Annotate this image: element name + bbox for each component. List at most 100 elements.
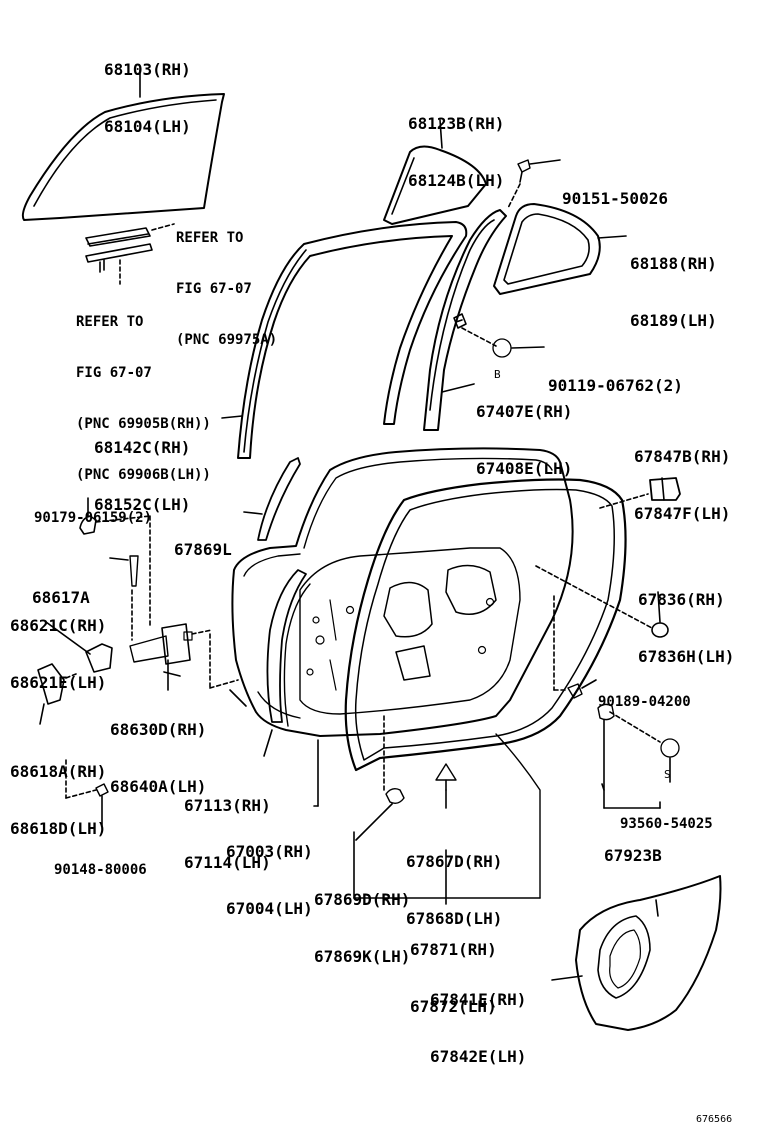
label-line: 68142C(RH) bbox=[94, 438, 191, 457]
label-line: 90119-06762(2) bbox=[548, 376, 683, 395]
door-parts-diagram bbox=[21, 69, 722, 1031]
label-line: 67408E(LH) bbox=[476, 459, 573, 478]
label-line: 68104(LH) bbox=[104, 117, 191, 136]
label-line: 68630D(RH) bbox=[110, 720, 207, 739]
label-line: 67842E(LH) bbox=[430, 1047, 527, 1066]
bracket-68621C[interactable] bbox=[45, 621, 113, 673]
label-refer-69975A: REFER TO FIG 67-07 (PNC 69975A) bbox=[176, 196, 277, 366]
label-line: 67871(RH) bbox=[410, 940, 497, 959]
leader-90119 bbox=[511, 346, 545, 349]
label-line: 68618D(LH) bbox=[10, 819, 107, 838]
label-line: (PNC 69905B(RH)) bbox=[76, 416, 211, 432]
glass-channel-clips[interactable] bbox=[85, 223, 175, 285]
label-line: 68189(LH) bbox=[630, 311, 717, 330]
label-line: (PNC 69975A) bbox=[176, 332, 278, 348]
label-line: 68188(RH) bbox=[630, 254, 717, 273]
marker-b-letter: B bbox=[494, 340, 507, 396]
marker-s bbox=[660, 738, 680, 758]
label-line: 68617A bbox=[32, 588, 90, 607]
clip-67869D[interactable] bbox=[355, 715, 405, 841]
label-line: 67836H(LH) bbox=[638, 647, 735, 666]
screw-90151[interactable] bbox=[507, 159, 561, 209]
label-line: 67004(LH) bbox=[226, 899, 313, 918]
clip-67867D[interactable] bbox=[435, 763, 457, 905]
label-68123B: 68123B(RH) 68124B(LH) bbox=[408, 76, 504, 209]
label-line: 68640A(LH) bbox=[110, 777, 207, 796]
label-line: 68123B(RH) bbox=[408, 114, 505, 133]
door-glass-68103[interactable] bbox=[21, 69, 225, 221]
label-line: 67113(RH) bbox=[184, 796, 271, 815]
leader-lines bbox=[163, 671, 605, 791]
label-line: 68621C(RH) bbox=[10, 616, 107, 635]
label-67836: 67836(RH) 67836H(LH) bbox=[638, 552, 734, 685]
label-line: 67868D(LH) bbox=[406, 909, 503, 928]
label-line: 90189-04200 bbox=[598, 694, 691, 710]
screw-90189[interactable] bbox=[553, 595, 597, 699]
pin-68617A[interactable] bbox=[109, 555, 139, 641]
label-68617A: 68617A bbox=[32, 550, 90, 626]
bolt-90148[interactable] bbox=[95, 783, 109, 827]
label-line: FIG 67-07 bbox=[176, 281, 252, 297]
quarter-glass-68123B[interactable] bbox=[383, 119, 487, 225]
clip-90179[interactable] bbox=[79, 497, 151, 629]
label-line: 68618A(RH) bbox=[10, 762, 107, 781]
label-line: REFER TO bbox=[76, 314, 144, 330]
marker-s-letter: S bbox=[664, 740, 677, 796]
label-line: 67407E(RH) bbox=[476, 402, 573, 421]
door-panel-67003[interactable] bbox=[231, 447, 574, 737]
inner-strip-67113[interactable] bbox=[263, 569, 311, 757]
label-line: FIG 67-07 bbox=[76, 365, 152, 381]
label-line: 67869D(RH) bbox=[314, 890, 411, 909]
frame-weatherstrip-68142C[interactable] bbox=[221, 221, 468, 459]
label-67923B: 67923B bbox=[604, 808, 662, 884]
rear-channel-67407E[interactable] bbox=[423, 209, 507, 431]
label-90148: 90148-80006 bbox=[54, 828, 147, 896]
label-line: 67869L bbox=[174, 540, 232, 559]
label-line: 90151-50026 bbox=[562, 189, 668, 208]
label-line: (PNC 69906B(LH)) bbox=[76, 467, 211, 483]
label-68618A: 68618A(RH) 68618D(LH) bbox=[10, 724, 106, 857]
label-line: 67869K(LH) bbox=[314, 947, 411, 966]
label-68188: 68188(RH) 68189(LH) bbox=[630, 216, 717, 349]
label-90119: 90119-06762(2) bbox=[548, 338, 683, 414]
label-line: 67114(LH) bbox=[184, 853, 271, 872]
trim-67841E[interactable] bbox=[551, 875, 722, 1031]
hinge-68630D[interactable] bbox=[129, 623, 239, 691]
label-line: 68124B(LH) bbox=[408, 171, 505, 190]
label-line: 67841E(RH) bbox=[430, 990, 527, 1009]
door-weatherstrip-67871[interactable] bbox=[344, 478, 627, 899]
label-67003: 67003(RH) 67004(LH) bbox=[226, 804, 313, 937]
label-refer-69905B: REFER TO FIG 67-07 (PNC 69905B(RH)) (PNC… bbox=[76, 280, 211, 501]
label-line: 93560-54025 bbox=[620, 816, 713, 832]
label-line: 67923B bbox=[604, 846, 662, 865]
label-line: B bbox=[494, 368, 501, 381]
label-93560: 93560-54025 bbox=[620, 782, 713, 850]
label-line: 68103(RH) bbox=[104, 60, 191, 79]
plug-67847B[interactable] bbox=[599, 477, 681, 509]
label-67871: 67871(RH) 67872(LH) bbox=[410, 902, 497, 1035]
moulding-67869L[interactable] bbox=[243, 457, 301, 541]
label-line: 67847F(LH) bbox=[634, 504, 731, 523]
label-67841E: 67841E(RH) 67842E(LH) bbox=[430, 952, 526, 1085]
label-68621C: 68621C(RH) 68621E(LH) bbox=[10, 578, 106, 711]
label-line: 68621E(LH) bbox=[10, 673, 107, 692]
label-line: 68152C(LH) bbox=[94, 495, 191, 514]
label-90151: 90151-50026 bbox=[562, 151, 668, 227]
label-line: 67836(RH) bbox=[638, 590, 725, 609]
label-90179: 90179-06159(2) bbox=[34, 476, 152, 544]
label-67407E: 67407E(RH) 67408E(LH) bbox=[476, 364, 572, 497]
figure-id: 676566 bbox=[696, 1090, 732, 1138]
label-90189: 90189-04200 bbox=[598, 660, 691, 728]
label-68142C: 68142C(RH) 68152C(LH) bbox=[94, 400, 190, 533]
cap-93560[interactable] bbox=[597, 703, 671, 809]
stopper-68618A[interactable] bbox=[37, 663, 97, 799]
quarter-weatherstrip-68188[interactable] bbox=[493, 203, 627, 295]
cap-67836[interactable] bbox=[535, 565, 669, 638]
label-line: 90179-06159(2) bbox=[34, 510, 153, 526]
label-67847B: 67847B(RH) 67847F(LH) bbox=[634, 409, 730, 542]
label-line: S bbox=[664, 768, 671, 781]
label-line: 90148-80006 bbox=[54, 862, 147, 878]
label-67869D: 67869D(RH) 67869K(LH) bbox=[314, 852, 410, 985]
label-line: 67003(RH) bbox=[226, 842, 313, 861]
label-line: 67872(LH) bbox=[410, 997, 497, 1016]
